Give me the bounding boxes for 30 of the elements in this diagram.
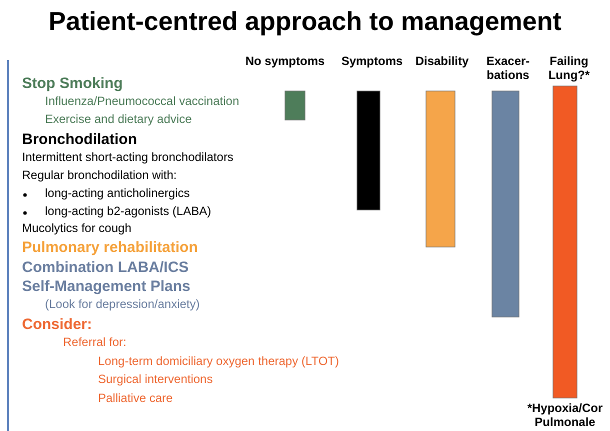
list-item: Palliative care xyxy=(98,392,173,406)
column-header: Exacer- bations xyxy=(485,55,531,83)
column-header: Symptoms xyxy=(340,55,404,69)
list-item: Influenza/Pneumococcal vaccination xyxy=(45,95,240,109)
list-item: Mucolytics for cough xyxy=(22,222,132,236)
stage-bar xyxy=(552,86,578,398)
stage-bar xyxy=(356,90,380,210)
section-heading: Pulmonary rehabilitation xyxy=(22,239,198,256)
list-item: (Look for depression/anxiety) xyxy=(45,298,200,312)
section-heading: Consider: xyxy=(22,316,92,334)
stage-bar xyxy=(492,90,520,318)
footnote: *Hypoxia/Cor Pulmonale xyxy=(526,402,604,430)
column-header: No symptoms xyxy=(245,55,325,69)
stage-bar xyxy=(426,90,456,248)
list-item: Long-term domiciliary oxygen therapy (LTOT) xyxy=(98,355,339,369)
list-item: Referral for: xyxy=(63,336,126,350)
section-heading: Stop Smoking xyxy=(22,75,123,92)
title: Patient-centred approach to management xyxy=(48,6,562,37)
stage-bar xyxy=(284,90,306,120)
column-header: Disability xyxy=(414,55,470,69)
list-item: Intermittent short-acting bronchodilators xyxy=(22,151,234,165)
list-item: Regular bronchodilation with: xyxy=(22,169,177,183)
list-item: Exercise and dietary advice xyxy=(45,113,192,127)
section-heading: Combination LABA/ICS xyxy=(22,259,189,276)
column-header: Failing Lung?* xyxy=(547,55,591,83)
list-item: long-acting anticholinergics xyxy=(45,187,190,201)
section-heading: Self-Management Plans xyxy=(22,278,190,296)
list-item: long-acting b2-agonists (LABA) xyxy=(45,205,212,219)
section-heading: Bronchodilation xyxy=(22,131,137,148)
list-item: Surgical interventions xyxy=(98,373,213,387)
